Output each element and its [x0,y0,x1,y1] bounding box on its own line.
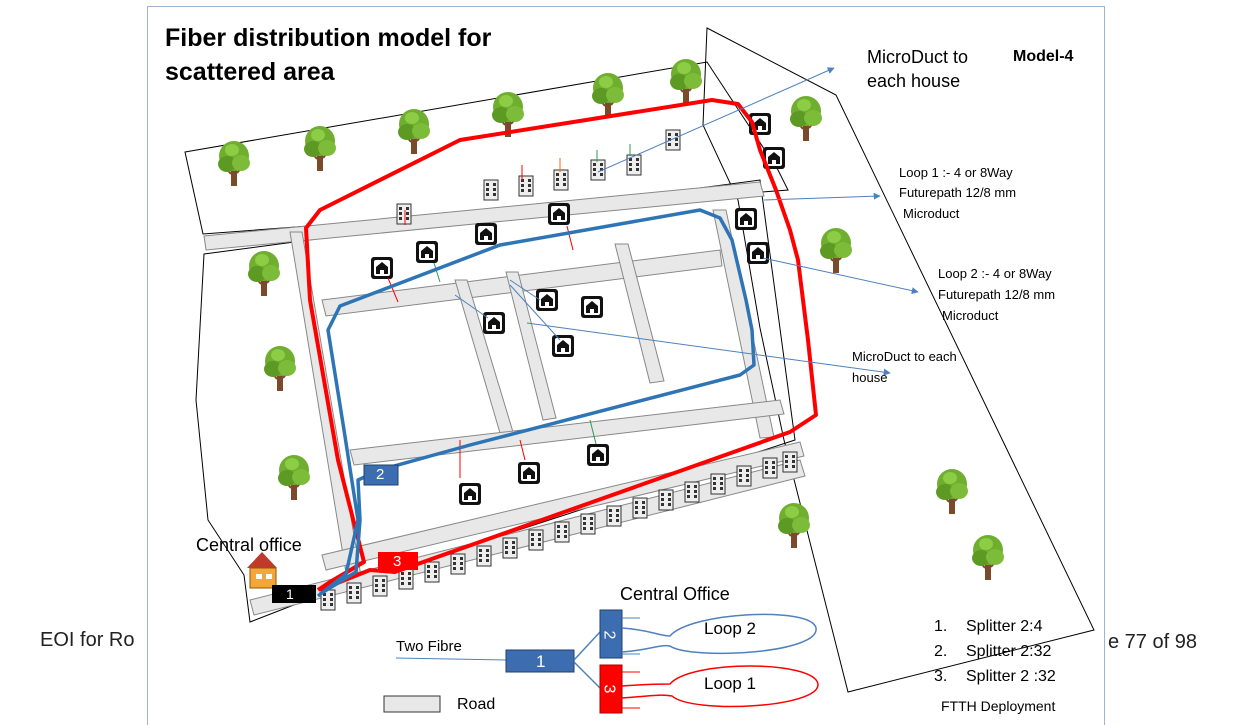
schematic-box-1: 1 [536,652,546,671]
loop2-cable [316,208,756,598]
splitter-marker-1-label: 1 [286,586,294,602]
schematic-box-3: 3 [600,684,618,694]
schematic-loop2-label: Loop 2 [704,619,756,638]
road-legend-label: Road [457,696,496,713]
legend-number-2: 2. [934,643,948,660]
title-line-2: scattered area [165,58,335,86]
page-footer-right: e 77 of 98 [1108,631,1197,653]
loop2-annotation-line1: Loop 2 :- 4 or 8Way [938,266,1052,281]
loop2-annotation-line2: Futurepath 12/8 mm [938,287,1056,302]
splitter-marker-2-label: 2 [376,466,385,483]
microduct-mid-line2: house [852,370,888,385]
page-footer-left: EOI for Ro [40,629,135,651]
land-outline [184,27,1095,693]
central-office-building [247,552,277,589]
schematic-box-2: 2 [600,630,618,640]
schematic-input-label: Two Fibre [396,638,462,655]
schematic [395,609,819,714]
ftth-deployment-label: FTTH Deployment [941,698,1056,714]
legend-number-3: 3. [934,668,948,685]
drop-lines [387,144,631,478]
splitter-marker-2 [363,464,399,486]
title-line-1: Fiber distribution model for [165,24,492,52]
schematic-heading: Central Office [620,584,730,604]
page-title: Fiber distribution model for scattered a… [165,21,585,89]
microduct-top-line2: each house [867,71,961,91]
splitter-marker-3 [378,552,418,570]
diagram-frame [147,6,1105,725]
microduct-top-line1: MicroDuct to [867,47,969,67]
road-legend-swatch [383,695,441,713]
splitter-marker-3-label: 3 [393,553,402,570]
loop1-annotation-line3: Microduct [903,206,960,221]
loop2-annotation-line3: Microduct [942,308,999,323]
loop1-annotation-line1: Loop 1 :- 4 or 8Way [899,165,1013,180]
central-office-map-label: Central office [196,535,302,555]
schematic-loop1-label: Loop 1 [704,674,756,693]
legend-splitter-3: Splitter 2 :32 [966,668,1056,685]
legend-splitter-1: Splitter 2:4 [966,618,1043,635]
road-network [203,181,806,616]
annotation-arrows [526,67,919,376]
loop1-annotation-line2: Futurepath 12/8 mm [899,185,1017,200]
loop1-cable [304,98,818,592]
legend-number-1: 1. [934,618,948,635]
splitter-marker-1 [272,585,316,603]
legend-splitter-2: Splitter 2:32 [966,643,1052,660]
model-label: Model-4 [1013,48,1074,65]
microduct-mid-line1: MicroDuct to each [852,349,957,364]
